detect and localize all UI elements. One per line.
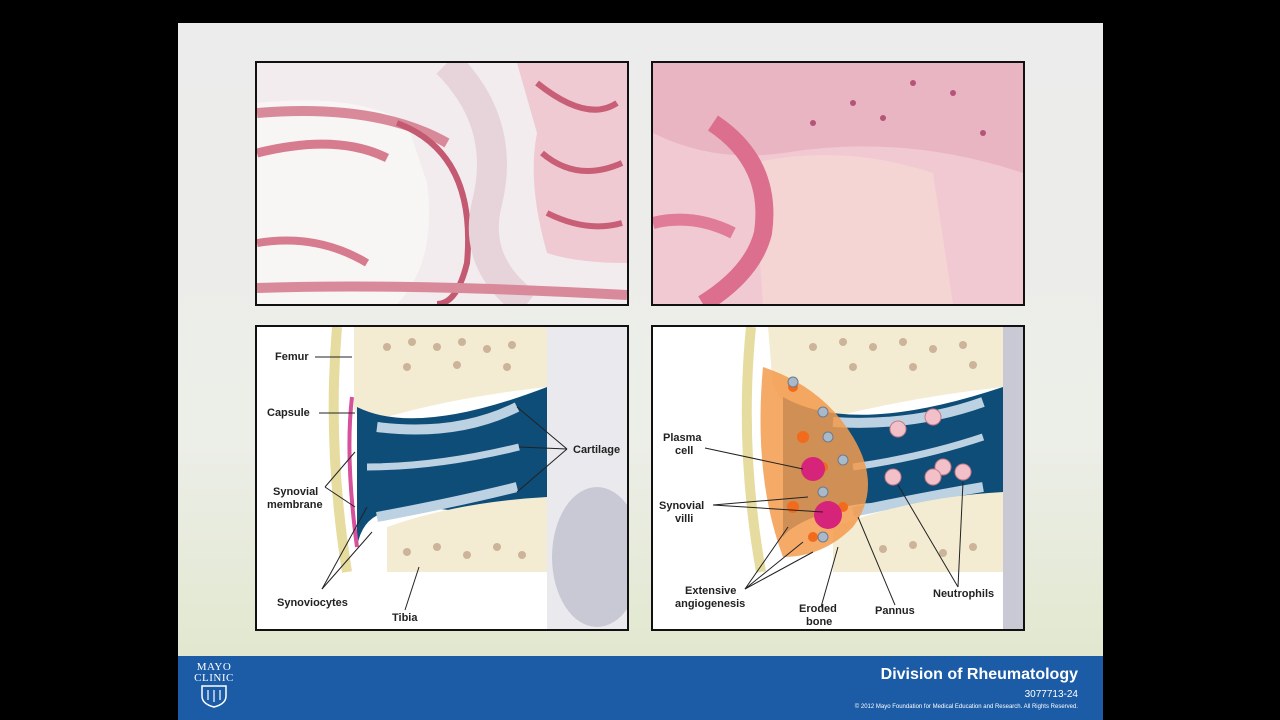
logo-text-line1: MAYO <box>196 661 232 673</box>
synovial-villi-label-line2: villi <box>675 513 693 525</box>
plasma-cell-label-line2: cell <box>675 445 693 457</box>
plasma-cell-label-line1: Plasma <box>663 432 702 444</box>
slide-code: 3077713-24 <box>1024 689 1078 700</box>
angiogenesis-label-line2: angiogenesis <box>675 598 745 610</box>
pannus-label: Pannus <box>875 605 915 617</box>
femur-label: Femur <box>275 351 309 363</box>
synoviocytes-label: Synoviocytes <box>277 597 348 609</box>
angiogenesis-label-line1: Extensive <box>685 585 736 597</box>
cartilage-label: Cartilage <box>573 444 620 456</box>
synovial-membrane-label-line1: Synovial <box>273 486 318 498</box>
eroded-bone-label-line1: Eroded <box>799 603 837 615</box>
neutrophils-label: Neutrophils <box>933 588 994 600</box>
slide: Femur Capsule Synovial membrane Cartilag… <box>178 23 1103 720</box>
mayo-clinic-logo: MAYO CLINIC <box>192 662 236 714</box>
tibia-label: Tibia <box>392 612 418 624</box>
capsule-label: Capsule <box>267 407 310 419</box>
normal-joint-diagram: Femur Capsule Synovial membrane Cartilag… <box>255 325 629 631</box>
ra-joint-diagram: Plasma cell Synovial villi Extensive ang… <box>651 325 1025 631</box>
eroded-bone-label-line2: bone <box>806 616 832 628</box>
histology-ra-joint-image <box>651 61 1025 306</box>
copyright-text: © 2012 Mayo Foundation for Medical Educa… <box>854 704 1078 710</box>
synovial-villi-label-line1: Synovial <box>659 500 704 512</box>
division-title: Division of Rheumatology <box>880 666 1078 683</box>
logo-text-line2: CLINIC <box>194 672 234 684</box>
synovial-membrane-label-line2: membrane <box>267 499 323 511</box>
shield-icon <box>201 685 227 708</box>
histology-normal-joint-image <box>255 61 629 306</box>
footer-bar: MAYO CLINIC Division of Rheumatology 307… <box>178 656 1103 720</box>
